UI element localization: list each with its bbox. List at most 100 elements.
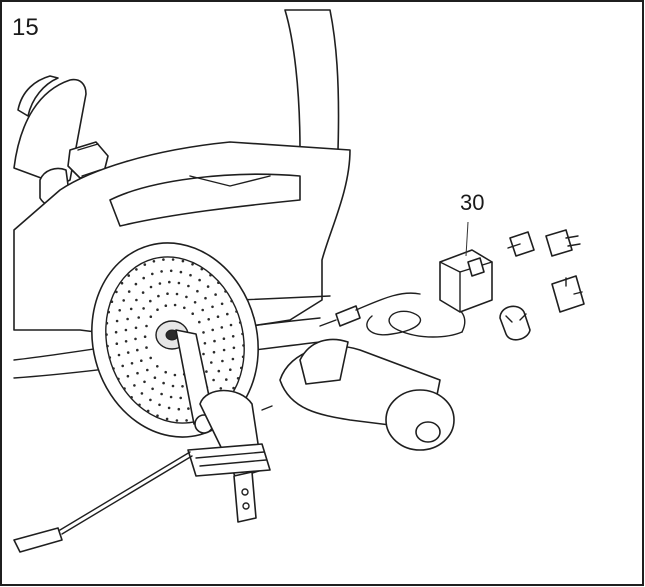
perforation-dot: [185, 295, 188, 299]
perforation-dot: [114, 330, 118, 334]
perforation-dot: [169, 395, 173, 399]
perforation-dot: [191, 263, 194, 266]
perforation-dot: [171, 384, 175, 388]
perforation-dot: [108, 356, 112, 359]
flywheel-cover: [91, 242, 259, 438]
perforation-dot: [238, 321, 242, 324]
perforation-dot: [236, 377, 240, 380]
perforation-dot: [198, 320, 201, 324]
power-cord: [319, 292, 466, 338]
perforation-dot: [149, 398, 152, 402]
perforation-dot: [181, 259, 185, 263]
perforation-dot: [207, 318, 210, 321]
perforation-dot: [134, 282, 138, 286]
perforation-dot: [123, 387, 126, 390]
perforation-dot: [149, 299, 152, 303]
perforation-dot: [187, 284, 190, 288]
perforation-dot: [140, 359, 143, 363]
perforation-dot: [220, 302, 224, 306]
perforation-dot: [175, 419, 179, 422]
perforation-dot: [225, 378, 228, 381]
perforation-dot: [156, 308, 159, 312]
perforation-dot: [124, 340, 128, 343]
perforation-dot: [135, 298, 138, 302]
perforation-dot: [211, 328, 214, 332]
perforation-dot: [145, 324, 148, 328]
step-number: 15: [12, 14, 39, 41]
perforation-dot: [151, 272, 154, 276]
perforation-dot: [127, 290, 131, 293]
perforation-dot: [183, 306, 186, 310]
perforation-dot: [187, 407, 190, 410]
perforation-dot: [240, 366, 243, 370]
rear-stabilizer: [279, 338, 455, 451]
perforation-dot: [167, 406, 171, 410]
perforation-dot: [133, 384, 136, 387]
perforation-dot: [164, 370, 167, 374]
perforation-dot: [179, 396, 182, 400]
perforation-dot: [173, 303, 177, 307]
perforation-dot: [220, 326, 224, 329]
perforation-dot: [122, 299, 125, 302]
perforation-dot: [141, 291, 145, 294]
perforation-dot: [204, 296, 207, 300]
perforation-dot: [171, 258, 175, 261]
perforation-dot: [203, 342, 207, 345]
perforation-dot: [205, 370, 208, 373]
perforation-dot: [117, 353, 121, 357]
perforation-dot: [173, 373, 177, 377]
perforation-dot: [169, 269, 173, 273]
perforation-dot: [112, 367, 115, 370]
perforation-dot: [206, 285, 210, 288]
perforation-dot: [143, 263, 147, 266]
perforation-dot: [146, 409, 150, 413]
perforation-dot: [166, 292, 169, 296]
perforation-dot: [115, 342, 119, 346]
perforation-dot: [136, 371, 139, 375]
perforation-dot: [160, 270, 163, 273]
perforation-dot: [200, 267, 204, 271]
upright-post: [284, 9, 340, 160]
perforation-dot: [226, 312, 229, 316]
perforation-dot: [115, 319, 119, 323]
perforation-dot: [105, 333, 108, 336]
perforation-dot: [142, 307, 145, 310]
perforation-dot: [209, 273, 212, 277]
perforation-dot: [110, 300, 114, 304]
perforation-dot: [210, 361, 213, 364]
perforation-dot: [217, 281, 220, 285]
perforation-dot: [179, 270, 183, 274]
perforation-dot: [158, 403, 161, 407]
perforation-dot: [231, 357, 235, 361]
perforation-dot: [107, 310, 110, 314]
perforation-dot: [196, 289, 199, 293]
perforation-dot: [105, 321, 109, 325]
perforation-dot: [242, 344, 245, 347]
perforation-dot: [136, 348, 139, 352]
perforation-dot: [126, 351, 130, 354]
perforation-dot: [232, 386, 235, 390]
perforation-dot: [175, 292, 179, 296]
perforation-dot: [115, 290, 118, 294]
pedal: [187, 389, 271, 523]
perforation-dot: [202, 331, 205, 334]
flywheel-perforations: [105, 258, 245, 422]
perforation-dot: [158, 282, 162, 285]
perforation-dot: [202, 352, 205, 356]
perforation-dot: [106, 344, 109, 348]
perforation-dot: [219, 387, 223, 390]
perforation-dot: [137, 316, 140, 319]
perforation-dot: [160, 392, 163, 396]
perforation-dot: [185, 419, 188, 422]
perforation-dot: [162, 258, 165, 261]
perforation-dot: [120, 281, 124, 285]
perforation-dot: [177, 407, 181, 411]
cable-tie-tool: [13, 405, 273, 553]
perforation-dot: [177, 281, 181, 285]
perforation-dot: [138, 403, 141, 407]
perforation-dot: [232, 346, 236, 350]
perforation-dot: [201, 308, 204, 312]
frame-body: [13, 141, 351, 379]
perforation-dot: [152, 260, 156, 263]
